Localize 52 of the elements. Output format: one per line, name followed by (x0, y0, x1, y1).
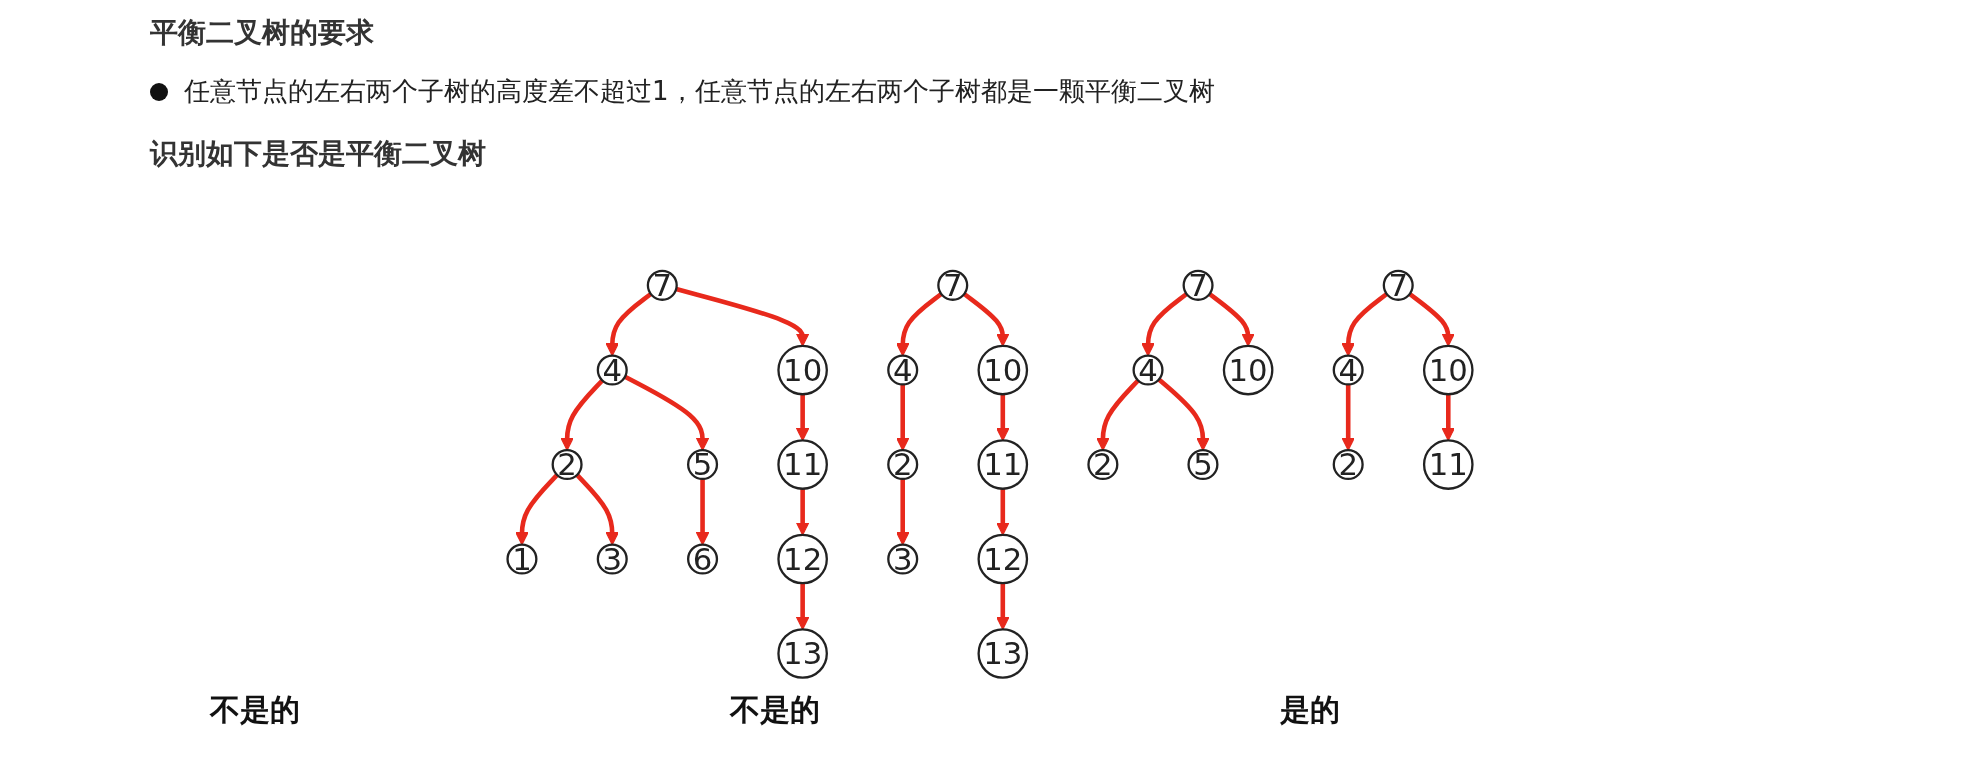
node-circle: 2 (887, 449, 919, 481)
arrow (962, 292, 1010, 347)
arrow (675, 286, 810, 347)
arrow (795, 394, 810, 441)
verdict-text: 不是的 (210, 691, 300, 729)
arrow (1408, 292, 1456, 347)
node-circle: 10 (1422, 344, 1474, 396)
arrow (1208, 292, 1255, 347)
requirement-text: 任意节点的左右两个子树的高度差不超过1，任意节点的左右两个子树都是一颗平衡二叉树 (184, 75, 1215, 108)
arrow (895, 384, 910, 451)
arrow (623, 374, 710, 451)
verdict-text: 是的 (1280, 691, 1340, 729)
node-circle: 10 (977, 344, 1029, 396)
node-circle: 4 (1132, 354, 1164, 386)
node-circle: 11 (1422, 439, 1474, 490)
node-circle: 13 (977, 628, 1029, 679)
node-circle: 11 (977, 439, 1029, 490)
node-circle: 12 (777, 533, 828, 585)
arrow (996, 488, 1010, 536)
arrow (996, 583, 1010, 630)
node-circle: 2 (1332, 449, 1364, 481)
verdict-text: 不是的 (730, 691, 820, 729)
arrow (1157, 377, 1210, 451)
node-circle: 1 (506, 543, 538, 575)
node-circle: 4 (596, 354, 628, 386)
node-circle: 12 (977, 533, 1029, 585)
arrow (1441, 394, 1456, 441)
node-circle: 4 (1332, 354, 1364, 386)
node-circle: 5 (1187, 449, 1219, 481)
node-circle: 10 (777, 344, 828, 396)
subheading: 识别如下是否是平衡二叉树 (150, 136, 487, 172)
node-circle: 3 (887, 543, 919, 575)
node-circle: 11 (777, 439, 828, 490)
node-circle: 2 (1087, 449, 1119, 481)
heading: 平衡二叉树的要求 (150, 15, 375, 51)
node-circle: 3 (596, 543, 628, 575)
node-circle: 7 (1382, 269, 1414, 301)
node-circle: 4 (887, 354, 919, 386)
arrow (560, 378, 604, 451)
node-circle: 7 (646, 269, 678, 301)
node-circle: 7 (937, 269, 969, 301)
node-circle: 13 (777, 628, 828, 679)
arrow (795, 488, 810, 536)
node-circle: 10 (1222, 344, 1274, 396)
arrow (1096, 378, 1140, 451)
arrow (795, 583, 810, 630)
arrow (1341, 384, 1355, 451)
node-circle: 2 (551, 449, 583, 481)
node-circle: 6 (687, 543, 719, 575)
node-circle: 5 (687, 449, 719, 481)
node-circle: 7 (1182, 269, 1214, 301)
arrow (996, 394, 1010, 441)
